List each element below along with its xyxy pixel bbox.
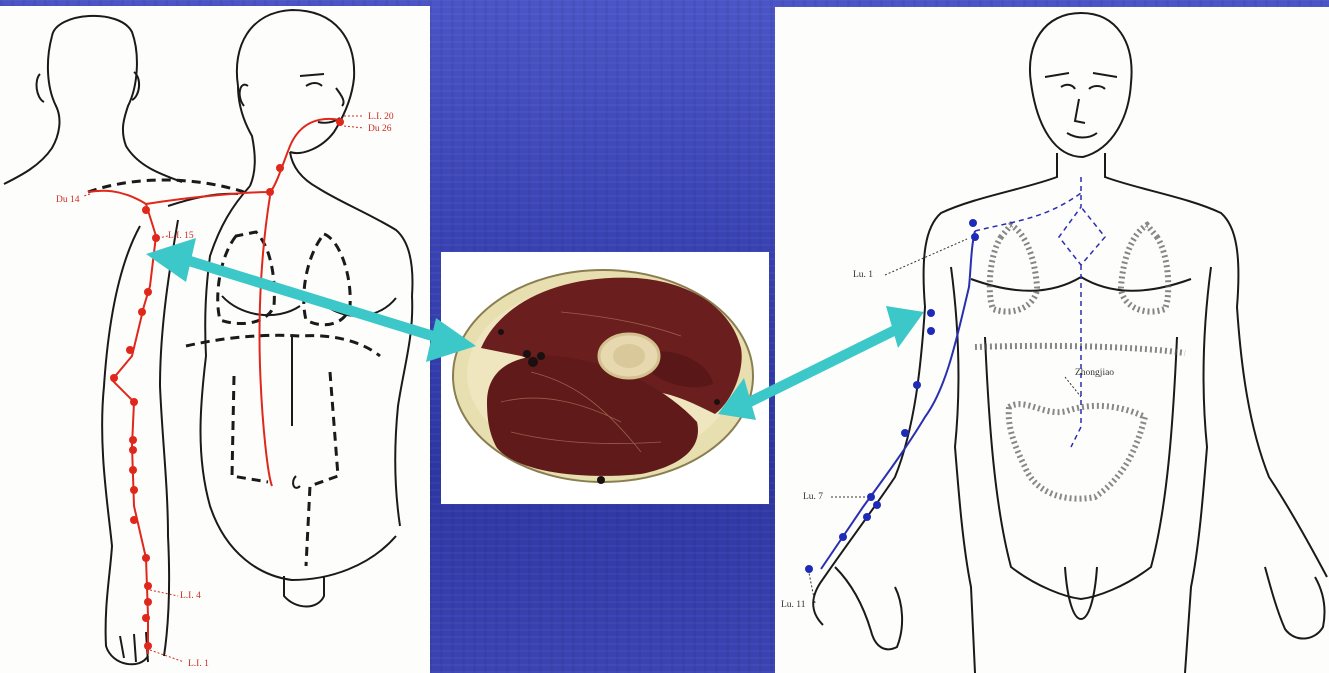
muscle-cross-section-photo	[441, 252, 769, 504]
lung-left	[990, 225, 1037, 312]
acupoint-markers	[110, 118, 344, 650]
label-lu11: Lu. 11	[781, 600, 806, 610]
lung-right	[1121, 225, 1168, 312]
right-side-outline	[1105, 153, 1327, 577]
label-zhongjiao: Zhongjiao	[1075, 368, 1114, 378]
label-lu1: Lu. 1	[853, 270, 873, 280]
stomach-intestine	[1009, 404, 1145, 499]
cross-section-image	[441, 252, 769, 504]
arm-outer	[102, 226, 148, 664]
label-li20: L.I. 20	[368, 112, 394, 122]
large-intestine-meridian-line	[88, 119, 340, 654]
torso-right-edge	[395, 296, 412, 526]
lung-left-outline	[218, 232, 275, 324]
label-du14: Du 14	[56, 195, 80, 205]
lung-acupoint-markers	[805, 219, 979, 573]
lung-meridian-illustration: Lu. 1 Zhongjiao Lu. 7 Lu. 11	[775, 7, 1329, 673]
lung-right-outline	[304, 234, 350, 325]
back-head-outline	[52, 16, 182, 182]
large-intestine-meridian-illustration: L.I. 20 Du 26 Du 14 L.I. 15 L.I. 4 L.I. …	[0, 6, 430, 673]
large-intestine-figure: L.I. 20 Du 26 Du 14 L.I. 15 L.I. 4 L.I. …	[0, 6, 430, 673]
head-outline	[1030, 13, 1132, 157]
front-head-outline	[237, 10, 354, 153]
lung-meridian-figure: Lu. 1 Zhongjiao Lu. 7 Lu. 11	[775, 7, 1329, 673]
label-du26: Du 26	[368, 124, 392, 134]
diaphragm	[975, 346, 1185, 353]
label-li4: L.I. 4	[180, 591, 201, 601]
label-li1: L.I. 1	[188, 659, 209, 669]
arm-inner	[160, 220, 178, 656]
label-lu7: Lu. 7	[803, 492, 823, 502]
colon-outline	[232, 372, 338, 566]
label-li15: L.I. 15	[168, 231, 194, 241]
right-shoulder	[290, 152, 412, 296]
